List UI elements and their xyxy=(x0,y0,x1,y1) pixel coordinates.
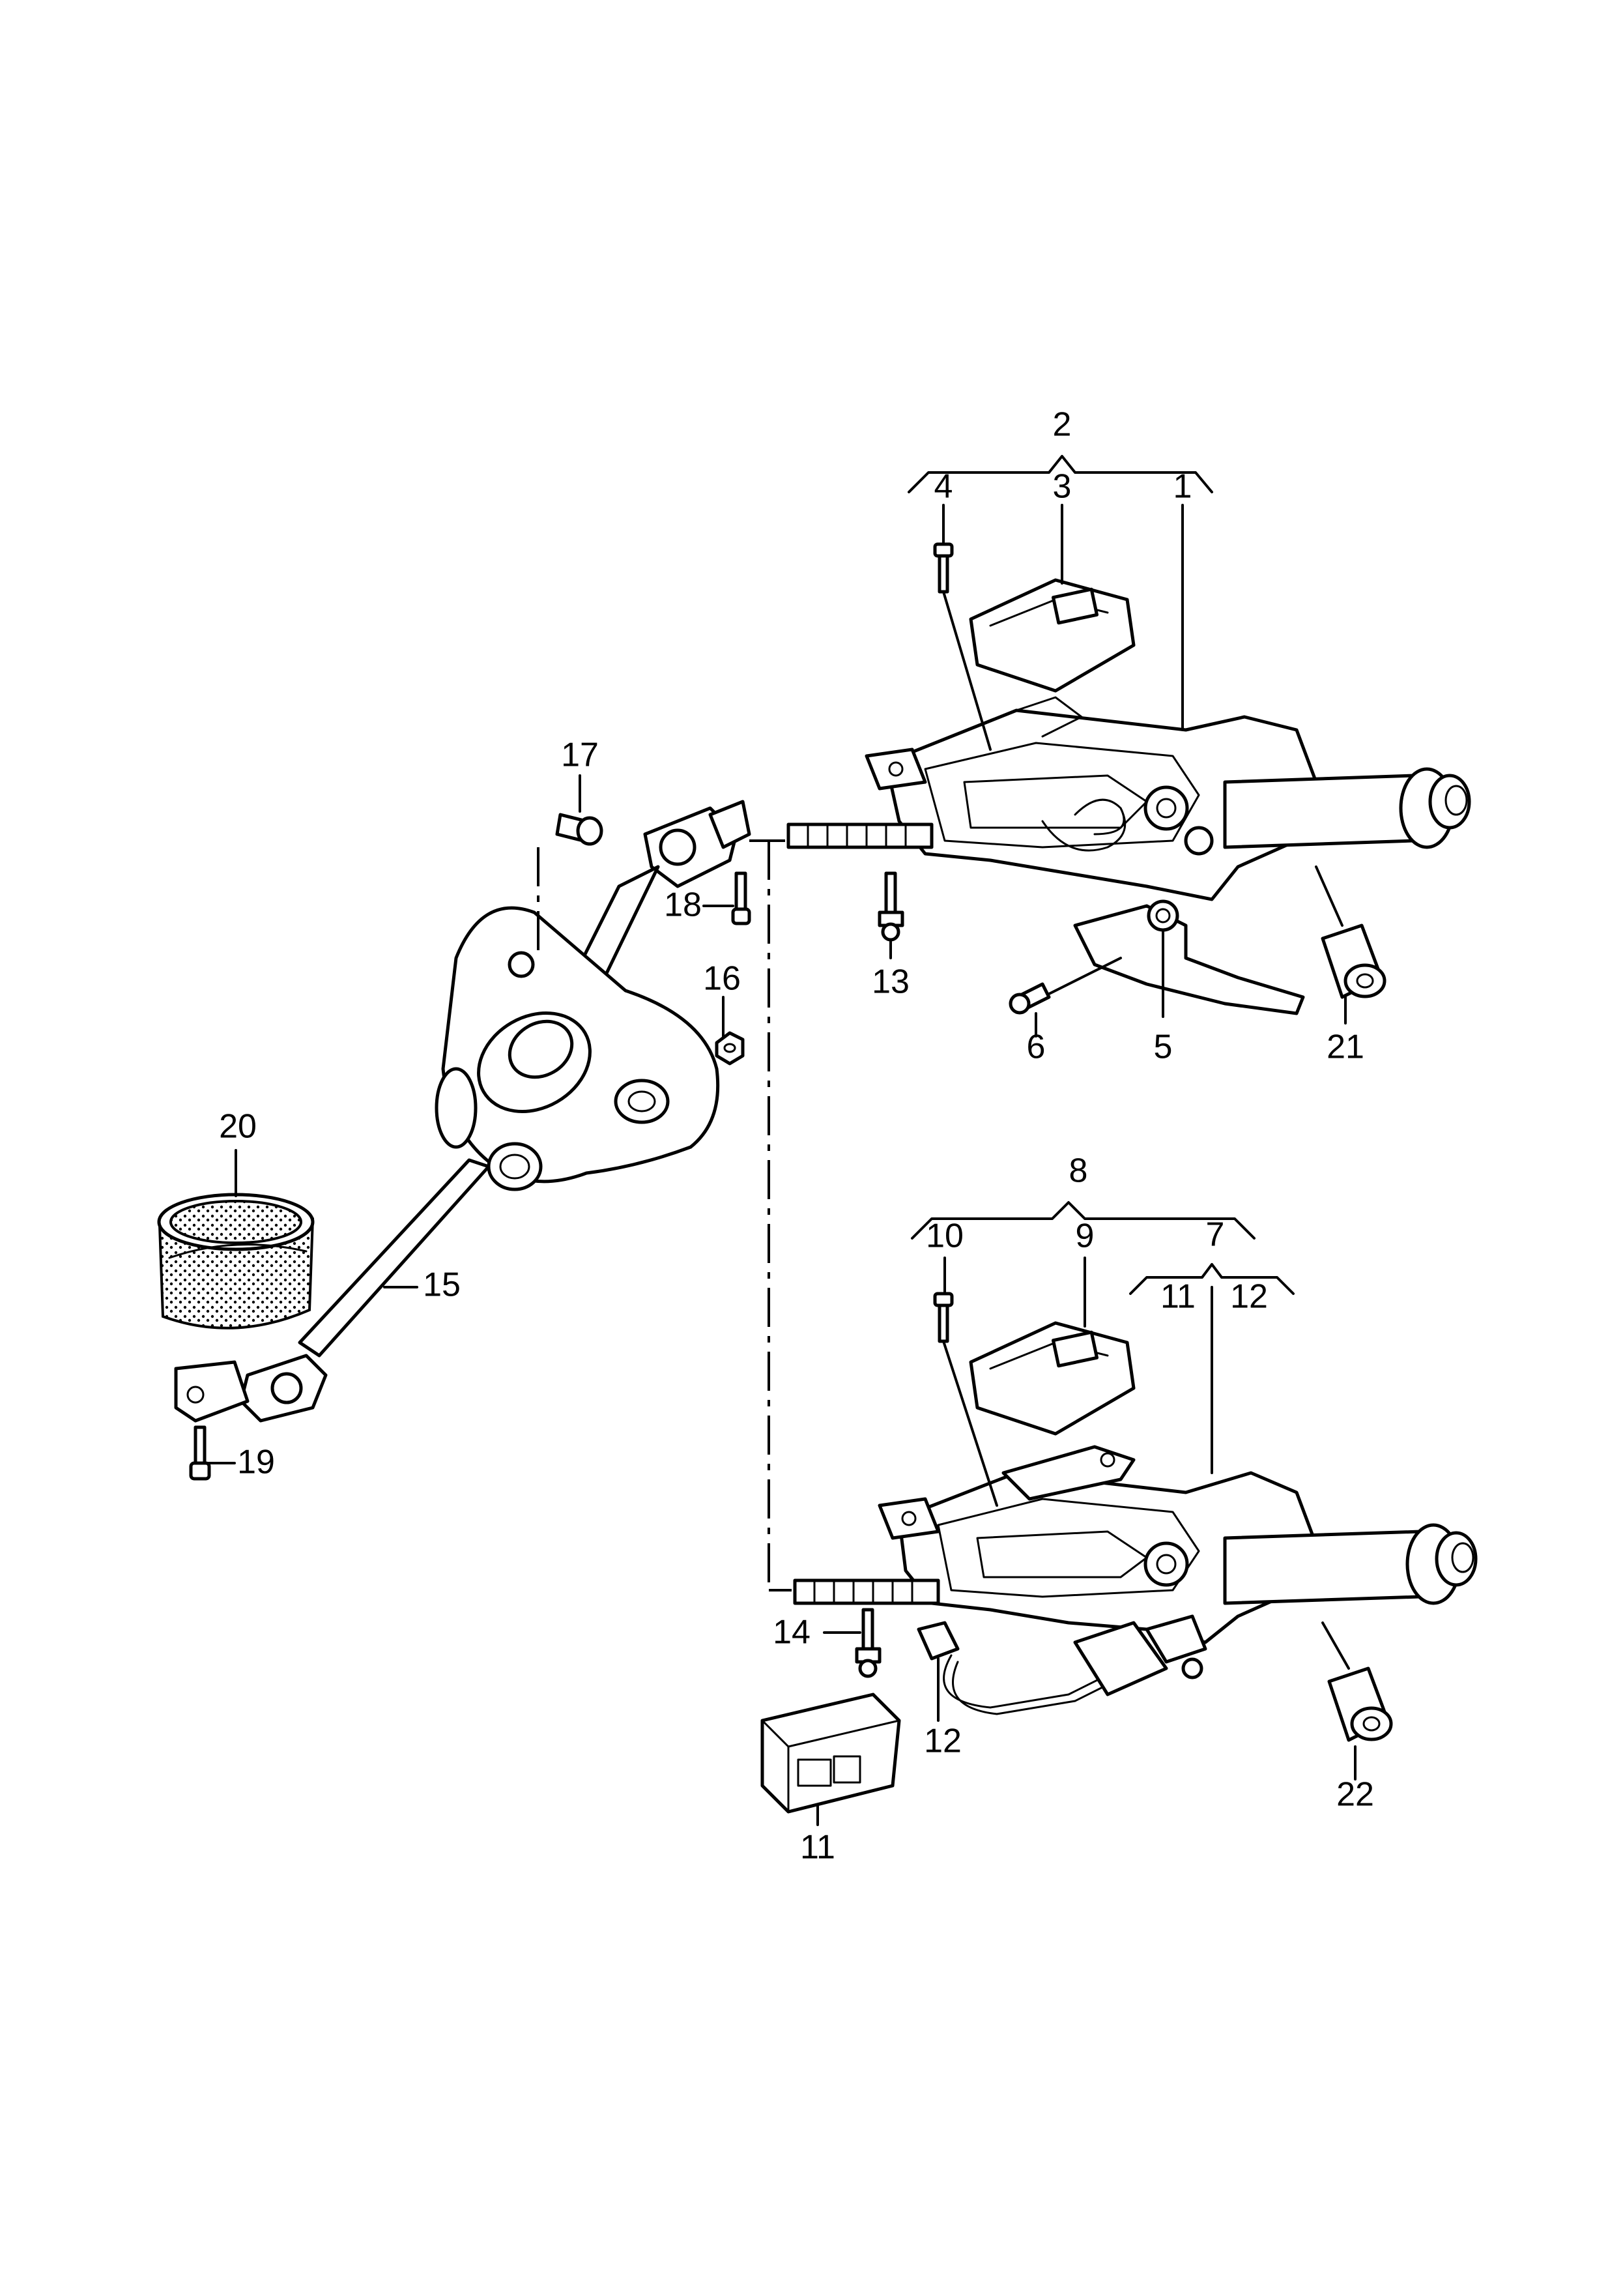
bolt-18 xyxy=(731,871,751,925)
bolt-6 xyxy=(1009,957,1122,1015)
callout-12-lower: 12 xyxy=(924,1722,962,1760)
lower-steering-column-assembly xyxy=(793,1445,1478,1715)
callout-9: 9 xyxy=(1076,1217,1095,1255)
nut-16 xyxy=(715,1031,745,1066)
callout-18: 18 xyxy=(664,886,702,924)
callout-labels: 2 4 3 1 17 18 13 16 6 5 21 20 8 10 9 7 1… xyxy=(219,406,1374,1867)
callout-7: 7 xyxy=(1206,1216,1225,1254)
callout-15: 15 xyxy=(423,1266,461,1304)
callout-21: 21 xyxy=(1327,1028,1364,1066)
callout-8: 8 xyxy=(1069,1152,1088,1190)
callout-6: 6 xyxy=(1027,1028,1046,1066)
callout-11-lower: 11 xyxy=(800,1829,835,1867)
callout-5: 5 xyxy=(1154,1028,1173,1066)
callout-20: 20 xyxy=(219,1108,257,1146)
callout-leaders xyxy=(207,455,1357,1826)
callout-22: 22 xyxy=(1336,1776,1374,1814)
bolt-4 xyxy=(933,542,992,751)
control-unit-lower xyxy=(969,1321,1136,1436)
callout-12-upper: 12 xyxy=(1230,1278,1268,1316)
upper-steering-column-assembly xyxy=(786,696,1471,901)
bolt-19 xyxy=(189,1425,211,1481)
bolt-10 xyxy=(933,1292,998,1507)
callout-3: 3 xyxy=(1053,468,1072,506)
lever-5 xyxy=(1073,899,1305,1015)
screw-14 xyxy=(855,1608,882,1678)
sleeve-20 xyxy=(157,1193,315,1330)
callout-17: 17 xyxy=(561,736,599,774)
callout-19: 19 xyxy=(237,1444,275,1481)
lock-cylinder-21 xyxy=(1315,865,1386,999)
alignment-lines xyxy=(537,839,792,1591)
callout-11-upper: 11 xyxy=(1160,1278,1196,1316)
callout-4: 4 xyxy=(934,468,953,506)
callout-13: 13 xyxy=(872,963,910,1001)
bolt-17 xyxy=(555,813,603,846)
control-module-11 xyxy=(760,1693,901,1814)
callout-10: 10 xyxy=(926,1217,964,1255)
lock-cylinder-22 xyxy=(1321,1621,1393,1742)
control-unit-upper xyxy=(969,578,1136,693)
callout-2: 2 xyxy=(1053,406,1072,444)
callout-1: 1 xyxy=(1173,468,1192,506)
callout-16: 16 xyxy=(703,960,741,998)
screw-13 xyxy=(878,871,904,942)
callout-14: 14 xyxy=(773,1614,811,1651)
connector-12 xyxy=(917,1621,960,1661)
bulkhead-boot xyxy=(435,906,720,1191)
